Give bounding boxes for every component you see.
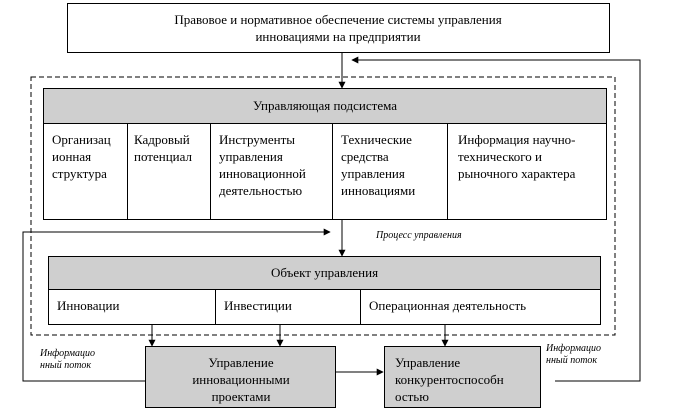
object-cell-operations-text: Операционная деятельность [369,298,527,313]
flow-left-path [22,228,331,382]
object-cell-operations: Операционная деятельность [361,289,600,324]
innovation-projects-text: Управление инновационными проектами [192,355,290,404]
managing-subsystem-title: Управляющая подсистема [253,98,397,113]
subsystem-cell-tools: Инструменты управления инновационной дея… [211,123,333,219]
object-cell-investments: Инвестиции [216,289,361,324]
flow-left-label: Информацио нный поток [40,348,96,371]
subsystem-cell-tools-text: Инструменты управления инновационной дея… [219,132,306,198]
subsystem-cell-staff: Кадровый потенциал [128,123,211,219]
subsystem-cell-tech: Технические средства управления инноваци… [333,123,448,219]
system-boundary [30,76,616,336]
subsystem-cell-org: Организац ионная структура [44,123,128,219]
process-label: Процесс управления [376,230,462,241]
flow-right-path [351,56,641,382]
control-object: Объект управления Инновации Инвестиции О… [48,256,601,325]
competitiveness-text: Управление конкурентоспособн остью [395,355,504,404]
subsystem-cell-org-text: Организац ионная структура [52,132,111,181]
object-cell-innovations: Инновации [49,289,216,324]
managing-subsystem: Управляющая подсистема Организац ионная … [43,88,607,220]
legal-support-box: Правовое и нормативное обеспечение систе… [67,3,610,53]
innovation-projects-box: Управление инновационными проектами [145,346,336,408]
object-cell-investments-text: Инвестиции [224,298,292,313]
subsystem-cell-info-text: Информация научно-технического и рыночно… [458,132,576,181]
object-cell-innovations-text: Инновации [57,298,120,313]
subsystem-cell-info: Информация научно-технического и рыночно… [448,123,606,219]
subsystem-cell-tech-text: Технические средства управления инноваци… [341,132,416,198]
control-object-header: Объект управления [49,257,600,290]
competitiveness-box: Управление конкурентоспособн остью [384,346,541,408]
legal-support-text: Правовое и нормативное обеспечение систе… [174,12,502,44]
subsystem-cell-staff-text: Кадровый потенциал [134,132,192,164]
control-object-title: Объект управления [270,265,379,280]
managing-subsystem-header: Управляющая подсистема [44,89,606,124]
flow-right-label: Информацио нный поток [546,343,602,366]
